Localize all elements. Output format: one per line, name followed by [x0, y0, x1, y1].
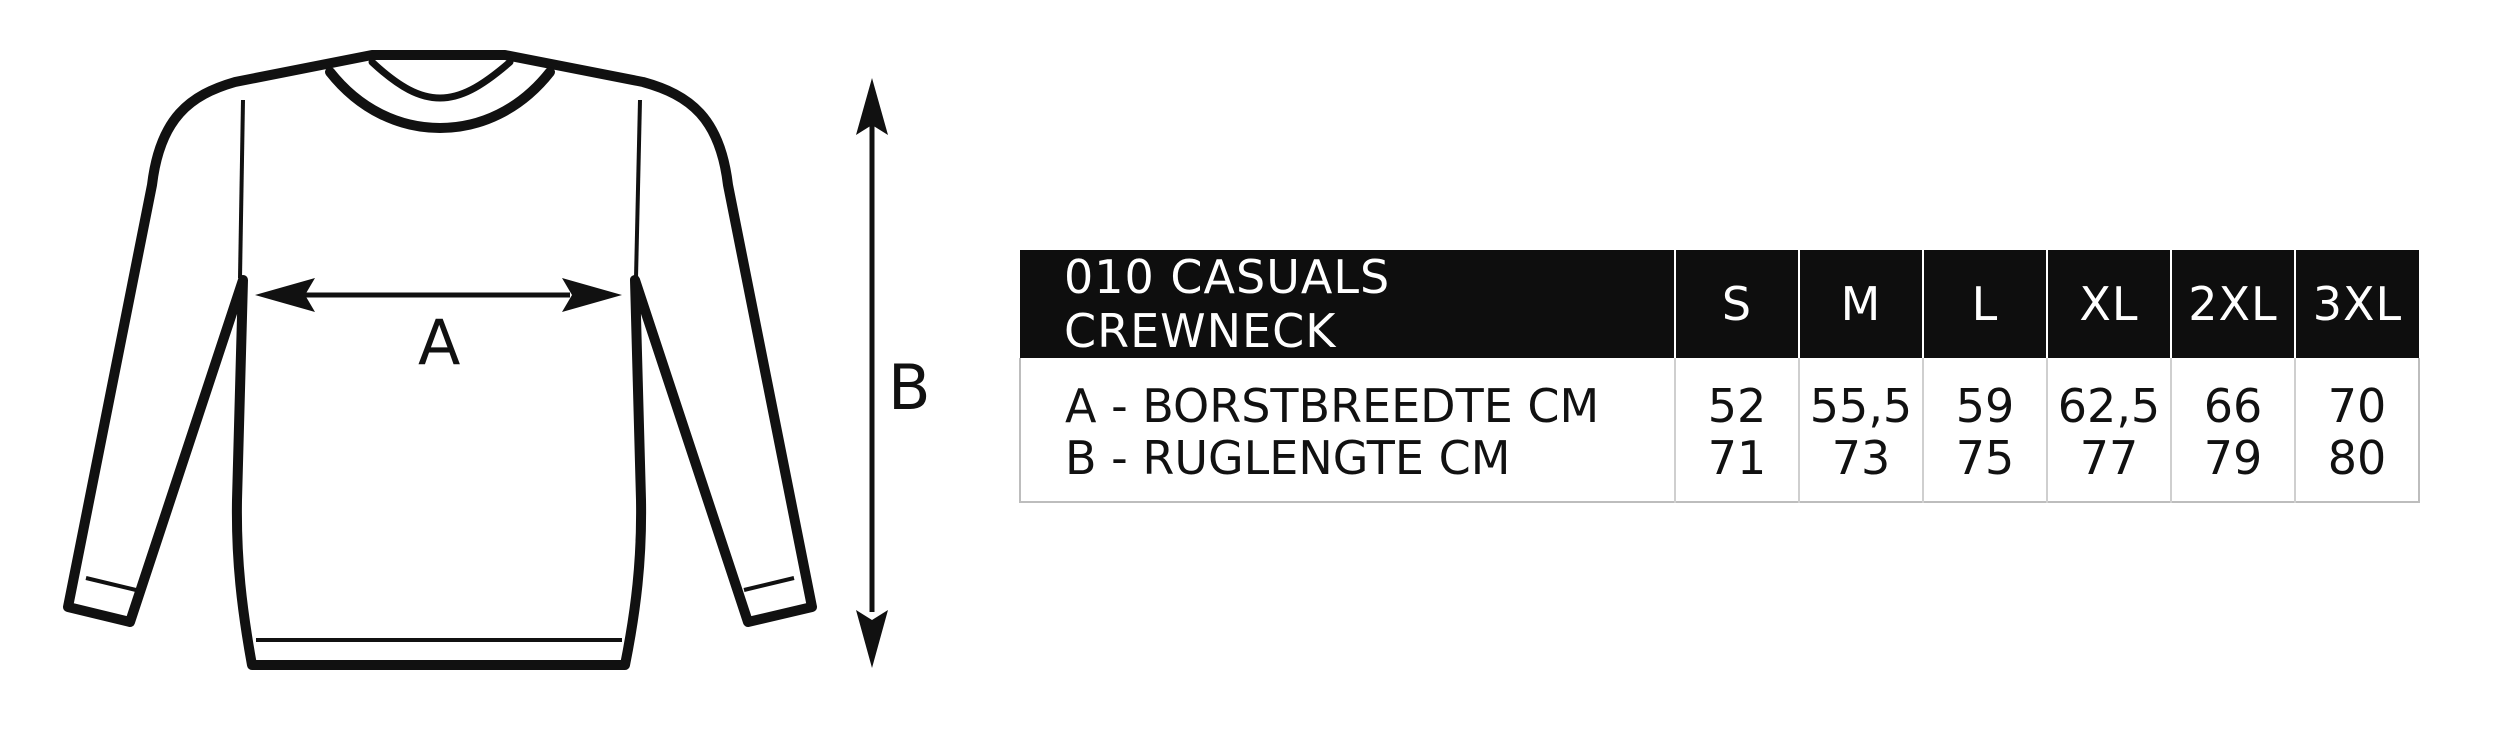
- value-b-m: 73: [1831, 431, 1891, 485]
- value-a-3xl: 70: [2327, 379, 2387, 433]
- value-a-xl: 62,5: [2057, 379, 2161, 433]
- value-b-2xl: 79: [2203, 431, 2263, 485]
- chest-width-arrow: [255, 278, 622, 312]
- size-header-s: S: [1674, 250, 1799, 358]
- table-title: 010 CASUALS CREWNECK: [1020, 250, 1675, 358]
- label-b: B: [888, 351, 931, 424]
- sweater-diagram: [63, 50, 888, 670]
- table-row: A - BORSTBREEDTE CM B - RUGLENGTE CM 52 …: [1020, 358, 2419, 502]
- value-b-xl: 77: [2079, 431, 2139, 485]
- value-a-s: 52: [1707, 379, 1767, 433]
- size-m-values: 55,5 73: [1798, 358, 1923, 502]
- value-a-l: 59: [1955, 379, 2015, 433]
- size-s-values: 52 71: [1674, 358, 1799, 502]
- label-a: A: [418, 306, 461, 379]
- size-2xl-values: 66 79: [2170, 358, 2295, 502]
- size-l-values: 59 75: [1922, 358, 2047, 502]
- value-b-s: 71: [1707, 431, 1767, 485]
- size-table: 010 CASUALS CREWNECK S M L XL 2XL 3XL A …: [1019, 250, 2420, 503]
- value-b-3xl: 80: [2327, 431, 2387, 485]
- value-b-l: 75: [1955, 431, 2015, 485]
- size-3xl-values: 70 80: [2294, 358, 2419, 502]
- collar-inner-icon: [368, 58, 514, 102]
- size-xl-values: 62,5 77: [2046, 358, 2171, 502]
- table-header-row: 010 CASUALS CREWNECK S M L XL 2XL 3XL: [1020, 250, 2419, 358]
- collar-icon: [325, 67, 555, 133]
- size-header-2xl: 2XL: [2170, 250, 2295, 358]
- value-a-m: 55,5: [1809, 379, 1913, 433]
- size-header-l: L: [1922, 250, 2047, 358]
- row-label-a: A - BORSTBREEDTE CM: [1065, 379, 1600, 433]
- size-header-m: M: [1798, 250, 1923, 358]
- row-label-b: B - RUGLENGTE CM: [1065, 431, 1511, 485]
- value-a-2xl: 66: [2203, 379, 2263, 433]
- back-length-arrow: [856, 78, 888, 668]
- sweater-outline-icon: [63, 50, 817, 670]
- size-header-3xl: 3XL: [2294, 250, 2419, 358]
- size-header-xl: XL: [2046, 250, 2171, 358]
- measure-labels-cell: A - BORSTBREEDTE CM B - RUGLENGTE CM: [1020, 358, 1675, 502]
